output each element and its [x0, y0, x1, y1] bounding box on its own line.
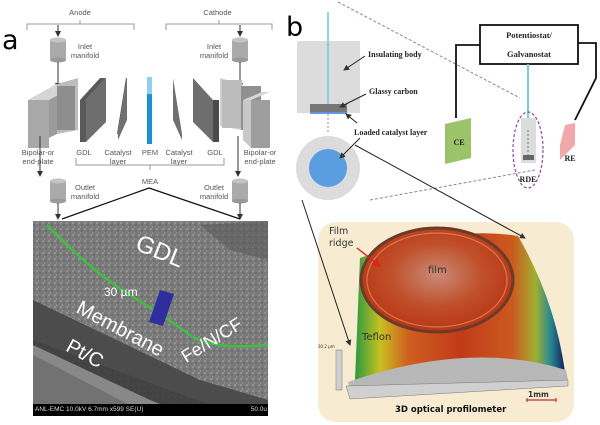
re-label: RE — [564, 154, 576, 163]
gdl-right-label: GDL — [207, 148, 223, 157]
inlet-manifold-right-icon — [232, 37, 248, 63]
sem-micrograph — [33, 221, 269, 416]
rde-electrode-schematic — [297, 12, 360, 132]
outlet-manifold-right-label: Outlet manifold — [199, 183, 229, 201]
insulating-body-label: Insulating body — [368, 50, 422, 59]
sem-info-bar: ANL-EMC 10.0kV 6.7mm x599 SE(U) 50.0u — [33, 404, 268, 416]
inlet-manifold-right-label: Inlet manifold — [199, 42, 229, 60]
outlet-manifold-right-icon — [232, 178, 248, 204]
outlet-manifold-left-label: Outlet manifold — [70, 183, 100, 201]
thickness-marker — [149, 290, 174, 326]
panel-letter-a: a — [2, 25, 19, 56]
ce-label: CE — [453, 138, 465, 147]
reference-electrode-icon — [560, 123, 575, 160]
bipolar-plate-right-label: Bipolar-or end-plate — [243, 148, 277, 166]
rde-icon — [512, 111, 544, 189]
bipolar-plate-left-label: Bipolar-or end-plate — [21, 148, 55, 166]
potentiostat-label-line1: Potentiostat/ — [506, 30, 552, 40]
gdl-right-icon — [193, 78, 213, 142]
loaded-catalyst-label: Loaded catalyst layer — [354, 128, 428, 137]
gdl-left-icon — [80, 78, 106, 142]
gdl-left-label: GDL — [76, 148, 92, 157]
panel-letter-b: b — [286, 12, 304, 43]
electrode-disc-icon — [296, 136, 360, 200]
teflon-label: Teflon — [362, 332, 392, 343]
sem-scale-bar-text: 50.0u — [250, 406, 267, 413]
inlet-manifold-left-label: Inlet manifold — [70, 42, 100, 60]
sem-scale-label: 30 µm — [104, 285, 138, 299]
film-label: film — [428, 265, 447, 276]
bipolar-plate-left-icon — [28, 78, 78, 148]
pem-icon — [147, 77, 152, 144]
catalyst-layer-left-icon — [117, 78, 127, 134]
mea-bracket — [75, 158, 225, 170]
catalyst-layer-right-icon — [173, 78, 182, 140]
outlet-manifold-left-icon — [50, 178, 66, 204]
sem-info-text: ANL-EMC 10.0kV 6.7mm x599 SE(U) — [35, 406, 144, 413]
counter-electrode-icon — [445, 118, 471, 164]
cathode-label: Cathode — [203, 8, 232, 17]
anode-label: Anode — [69, 8, 91, 17]
scale-bar-1mm — [526, 398, 557, 402]
catalyst-layer-right-label: Catalyst layer — [165, 148, 193, 166]
potentiostat-label-line2: Galvanostat — [507, 49, 551, 59]
bipolar-plate-right-icon — [220, 78, 270, 148]
anode-bracket — [26, 20, 135, 30]
cathode-bracket — [165, 20, 273, 30]
catalyst-layer-left-label: Catalyst layer — [104, 148, 132, 166]
rde-label: RDE — [519, 175, 537, 184]
inlet-manifold-left-icon — [50, 37, 66, 63]
profilometer-surface — [335, 226, 569, 400]
glassy-carbon-label: Glassy carbon — [369, 87, 418, 96]
mea-label: MEA — [141, 177, 159, 186]
potentiostat-box — [479, 24, 579, 65]
film-ridge-label: Film ridge — [329, 226, 354, 249]
pem-label: PEM — [141, 148, 159, 157]
scale-bar-label: 1mm — [528, 390, 549, 399]
z-scale-label: 30.2 µm — [318, 344, 335, 349]
profilometer-caption: 3D optical profilometer — [395, 405, 507, 415]
